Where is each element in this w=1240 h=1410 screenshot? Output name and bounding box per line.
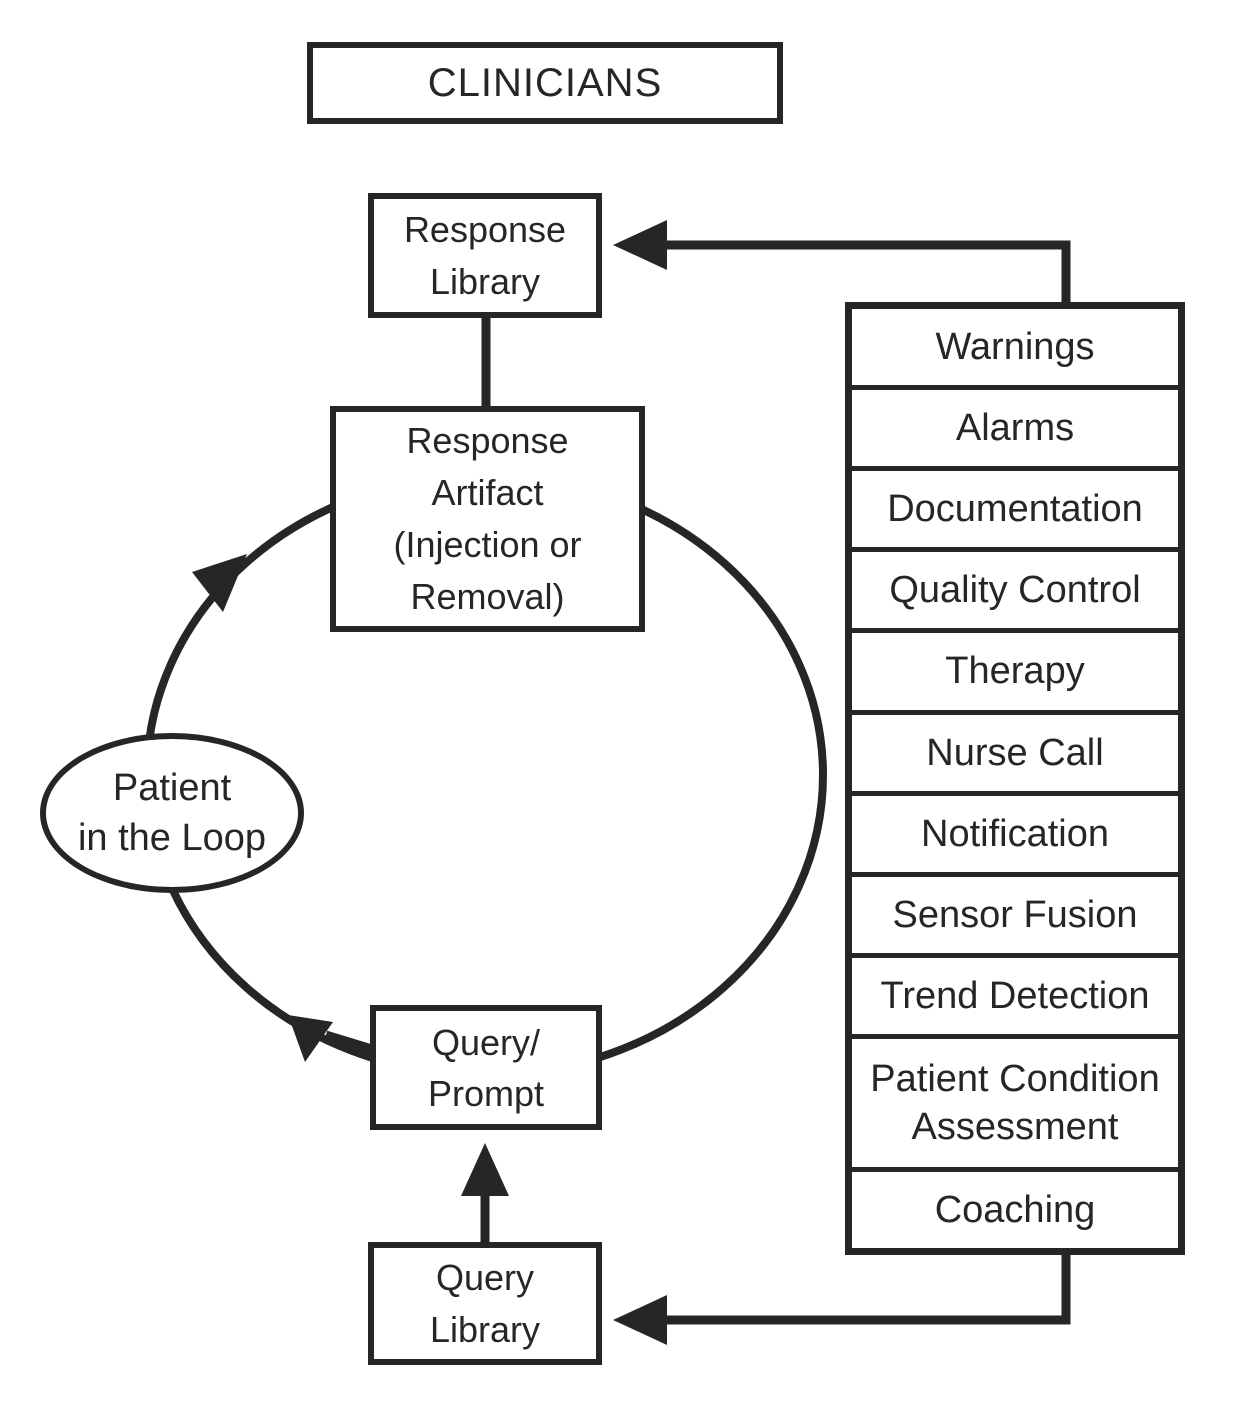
node-response-library: Response Library bbox=[368, 193, 602, 318]
node-response-artifact-line3: (Injection or bbox=[393, 524, 582, 565]
node-patient-line1: Patient bbox=[112, 767, 232, 809]
node-query-prompt: Query/ Prompt bbox=[370, 1005, 602, 1130]
list-item-label: Trend Detection bbox=[880, 974, 1150, 1017]
node-query-library: Query Library bbox=[368, 1242, 602, 1365]
list-item-nurse-call: Nurse Call bbox=[852, 709, 1178, 791]
link-list-to-response-library bbox=[660, 240, 1071, 304]
link-list-to-query-library bbox=[660, 1253, 1071, 1325]
list-item-label: Patient Condition Assessment bbox=[870, 1057, 1160, 1148]
list-item-coaching: Coaching bbox=[852, 1166, 1178, 1248]
list-item-alarms: Alarms bbox=[852, 385, 1178, 466]
list-item-quality-control: Quality Control bbox=[852, 547, 1178, 628]
list-item-label: Quality Control bbox=[889, 569, 1141, 612]
node-clinicians: CLINICIANS bbox=[307, 42, 783, 124]
list-item-notification: Notification bbox=[852, 790, 1178, 872]
node-query-library-line1: Query bbox=[435, 1256, 535, 1298]
node-response-artifact-line4: Removal) bbox=[410, 576, 565, 617]
arrowhead-into-response-library bbox=[613, 220, 667, 270]
arrowhead-toward-response-artifact bbox=[192, 554, 247, 612]
list-item-warnings: Warnings bbox=[852, 309, 1178, 385]
node-query-library-line2: Library bbox=[429, 1308, 541, 1350]
list-item-label: Alarms bbox=[955, 407, 1075, 450]
link-query-prompt-to-patient bbox=[324, 1030, 374, 1054]
node-query-prompt-line1: Query/ bbox=[431, 1021, 541, 1063]
node-response-artifact-line2: Artifact bbox=[431, 472, 544, 513]
list-item-label: Coaching bbox=[934, 1188, 1096, 1231]
list-item-label: Sensor Fusion bbox=[892, 893, 1138, 936]
list-item-therapy: Therapy bbox=[852, 628, 1178, 709]
list-item-label: Warnings bbox=[935, 326, 1095, 369]
list-item-patient-condition-assessment: Patient Condition Assessment bbox=[852, 1033, 1178, 1167]
node-response-artifact: Response Artifact (Injection or Removal) bbox=[330, 406, 645, 632]
function-list: Warnings Alarms Documentation Quality Co… bbox=[845, 302, 1185, 1255]
node-patient-in-the-loop: Patient in the Loop bbox=[40, 733, 304, 893]
list-item-documentation: Documentation bbox=[852, 466, 1178, 547]
node-clinicians-label: CLINICIANS bbox=[427, 61, 663, 105]
list-item-label: Documentation bbox=[887, 488, 1143, 531]
node-query-prompt-line2: Prompt bbox=[427, 1072, 545, 1114]
node-response-library-line2: Library bbox=[429, 260, 541, 302]
list-item-sensor-fusion: Sensor Fusion bbox=[852, 871, 1178, 953]
list-item-label: Therapy bbox=[945, 650, 1085, 693]
list-item-label: Nurse Call bbox=[926, 731, 1104, 774]
list-item-label: Notification bbox=[921, 812, 1109, 855]
node-patient-line2: in the Loop bbox=[77, 817, 267, 859]
arrowhead-into-query-library bbox=[613, 1295, 667, 1345]
arrowhead-into-query-prompt bbox=[461, 1143, 509, 1196]
node-response-artifact-line1: Response bbox=[406, 420, 569, 461]
node-response-library-line1: Response bbox=[403, 208, 567, 250]
list-item-trend-detection: Trend Detection bbox=[852, 952, 1178, 1034]
arrowhead-toward-patient bbox=[288, 1015, 333, 1062]
